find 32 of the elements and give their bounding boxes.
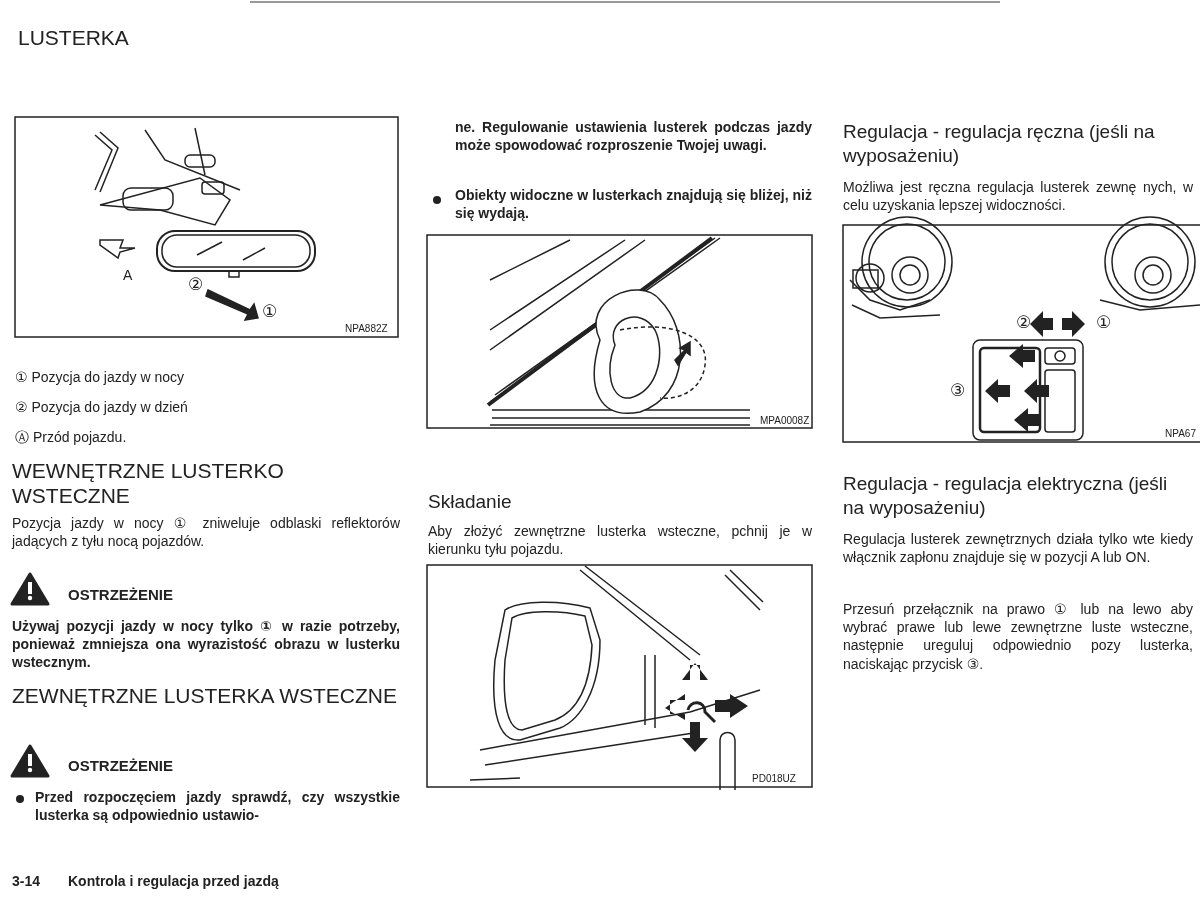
callout-letter: A xyxy=(123,266,133,285)
section-heading: WEWNĘTRZNE LUSTERKO WSTECZNE xyxy=(12,458,285,509)
warning-heading: OSTRZEŻENIE xyxy=(68,756,173,776)
page-number: 3-14 xyxy=(12,872,41,891)
section-heading: ZEWNĘTRZNE LUSTERKA WSTECZNE xyxy=(12,683,399,709)
paragraph: Regulacja lusterek zewnętrznych działa tylko wte kiedy włącznik zapłonu znajduje się w pozycji A lub ON. xyxy=(843,530,1193,567)
page-title: LUSTERKA xyxy=(18,25,129,51)
legend-item: Ⓐ Przód pojazdu. xyxy=(15,428,128,447)
legend-item: ① Pozycja do jazdy w nocy xyxy=(15,368,185,387)
warning-heading: OSTRZEŻENIE xyxy=(68,585,173,605)
paragraph: Pozycja jazdy w nocy ① zniweluje odblaski reflektorów jadących z tyłu nocą pojazdów. xyxy=(12,514,400,551)
warning-text: ne. Regulowanie ustawienia lusterek podczas jazdy może spowodować rozproszenie Twojej uwagi. xyxy=(455,118,812,155)
figure-code: NPA882Z xyxy=(345,322,388,335)
warning-text: Używaj pozycji jazdy w nocy tylko ① w razie potrzeby, ponieważ zmniejsza ona wyrazistość obrazu w lusterku wstecznym. xyxy=(12,617,400,672)
callout-number: ① xyxy=(1096,314,1112,331)
subsection-heading: Składanie xyxy=(428,490,512,514)
callout-number: ② xyxy=(188,276,204,293)
legend-item: ② Pozycja do jazdy w dzień xyxy=(15,398,189,417)
warning-text: Przed rozpoczęciem jazdy sprawdź, czy wszystkie lusterka są odpowiednio ustawio- xyxy=(35,788,400,825)
figure-code: NPA67 xyxy=(1165,427,1196,440)
paragraph: Przesuń przełącznik na prawo ① lub na lewo aby wybrać prawe lub lewe zewnętrzne luste wsteczne, następnie ureguluj odpowiednio pozy lusterka, naciskając przycisk ③. xyxy=(843,600,1193,673)
callout-number: ② xyxy=(1016,314,1032,331)
paragraph: Możliwa jest ręczna regulacja lusterek zewnę nych, w celu uzyskania lepszej widoczności. xyxy=(843,178,1193,215)
figure-code: MPA0008Z xyxy=(760,414,810,427)
callout-number: ③ xyxy=(950,382,966,399)
paragraph: Aby złożyć zewnętrzne lusterka wsteczne, pchnij je w kierunku tyłu pojazdu. xyxy=(428,522,812,559)
warning-text: Obiekty widoczne w lusterkach znajdują się bliżej, niż się wydają. xyxy=(455,186,812,223)
callout-number: ① xyxy=(262,303,278,320)
figure-code: PD018UZ xyxy=(752,772,796,785)
page-footer: Kontrola i regulacja przed jazdą xyxy=(68,872,279,891)
subsection-heading: Regulacja - regulacja ręczna (jeśli na wyposażeniu) xyxy=(843,120,1156,168)
subsection-heading: Regulacja - regulacja elektryczna (jeśli na wyposażeniu) xyxy=(843,472,1169,520)
